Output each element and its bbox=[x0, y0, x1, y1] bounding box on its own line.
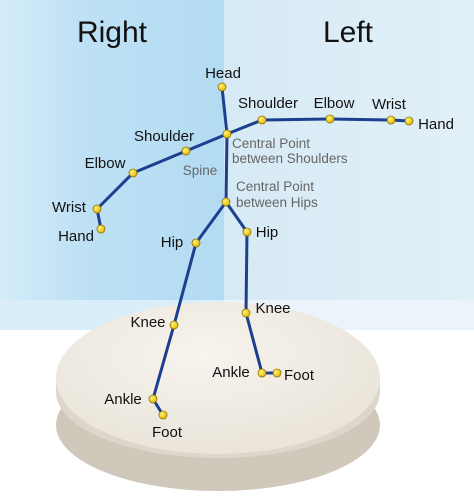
bone-right-thigh bbox=[172, 241, 198, 327]
left-side-title: Left bbox=[323, 16, 374, 49]
joint-left-hand bbox=[404, 116, 414, 126]
bone-left-clavicle bbox=[225, 118, 264, 136]
label-center-shoulders-1: Central Point bbox=[232, 136, 310, 151]
bone-left-upper-arm bbox=[260, 117, 332, 122]
joint-right-knee bbox=[169, 320, 179, 330]
bone-left-thigh bbox=[244, 230, 249, 315]
joints bbox=[92, 82, 414, 420]
bone-right-forearm bbox=[95, 171, 135, 211]
left-panel bbox=[224, 0, 474, 310]
bone-right-shin bbox=[151, 323, 176, 401]
label-right-wrist: Wrist bbox=[52, 199, 87, 216]
label-center-shoulders-2: between Shoulders bbox=[232, 151, 348, 166]
bone-right-pelvis bbox=[194, 200, 228, 245]
label-spine: Spine bbox=[183, 163, 218, 178]
joint-center-shoulders bbox=[222, 129, 232, 139]
label-center-hips-1: Central Point bbox=[236, 179, 314, 194]
bone-left-forearm bbox=[328, 117, 393, 122]
label-right-hand: Hand bbox=[58, 228, 94, 245]
joint-right-hip bbox=[191, 238, 201, 248]
bone-right-clavicle bbox=[184, 132, 229, 153]
joint-head bbox=[217, 82, 227, 92]
label-left-foot: Foot bbox=[284, 367, 315, 384]
joint-left-elbow bbox=[325, 114, 335, 124]
label-right-ankle: Ankle bbox=[104, 391, 142, 408]
platform-top bbox=[56, 302, 380, 454]
platform bbox=[56, 302, 380, 491]
label-right-shoulder: Shoulder bbox=[134, 128, 194, 145]
joint-right-elbow bbox=[128, 168, 138, 178]
bone-left-shin bbox=[244, 311, 264, 375]
joint-right-foot bbox=[158, 410, 168, 420]
joint-right-wrist bbox=[92, 204, 102, 214]
label-left-wrist: Wrist bbox=[372, 96, 407, 113]
joint-left-ankle bbox=[257, 368, 267, 378]
label-left-knee: Knee bbox=[255, 300, 290, 317]
label-right-elbow: Elbow bbox=[85, 155, 126, 172]
label-left-shoulder: Shoulder bbox=[238, 95, 298, 112]
joint-right-shoulder bbox=[181, 146, 191, 156]
label-head: Head bbox=[205, 65, 241, 82]
joint-left-foot bbox=[272, 368, 282, 378]
labels: Head Shoulder Elbow Wrist Hand Shoulder … bbox=[52, 65, 454, 441]
label-right-foot: Foot bbox=[152, 424, 183, 441]
label-left-hip: Hip bbox=[256, 224, 279, 241]
joint-left-shoulder bbox=[257, 115, 267, 125]
joint-left-hip bbox=[242, 227, 252, 237]
label-right-hip: Hip bbox=[161, 234, 184, 251]
joint-left-knee bbox=[241, 308, 251, 318]
label-left-elbow: Elbow bbox=[314, 95, 355, 112]
joint-right-ankle bbox=[148, 394, 158, 404]
bone-neck bbox=[220, 85, 229, 136]
right-side-title: Right bbox=[77, 16, 148, 49]
joint-center-hips bbox=[221, 197, 231, 207]
joint-right-hand bbox=[96, 224, 106, 234]
joint-left-wrist bbox=[386, 115, 396, 125]
label-left-ankle: Ankle bbox=[212, 364, 250, 381]
label-right-knee: Knee bbox=[130, 314, 165, 331]
label-left-hand: Hand bbox=[418, 116, 454, 133]
bone-right-upper-arm bbox=[131, 149, 188, 175]
bone-left-pelvis bbox=[224, 200, 249, 234]
bone-spine bbox=[224, 132, 229, 204]
label-center-hips-2: between Hips bbox=[236, 195, 318, 210]
